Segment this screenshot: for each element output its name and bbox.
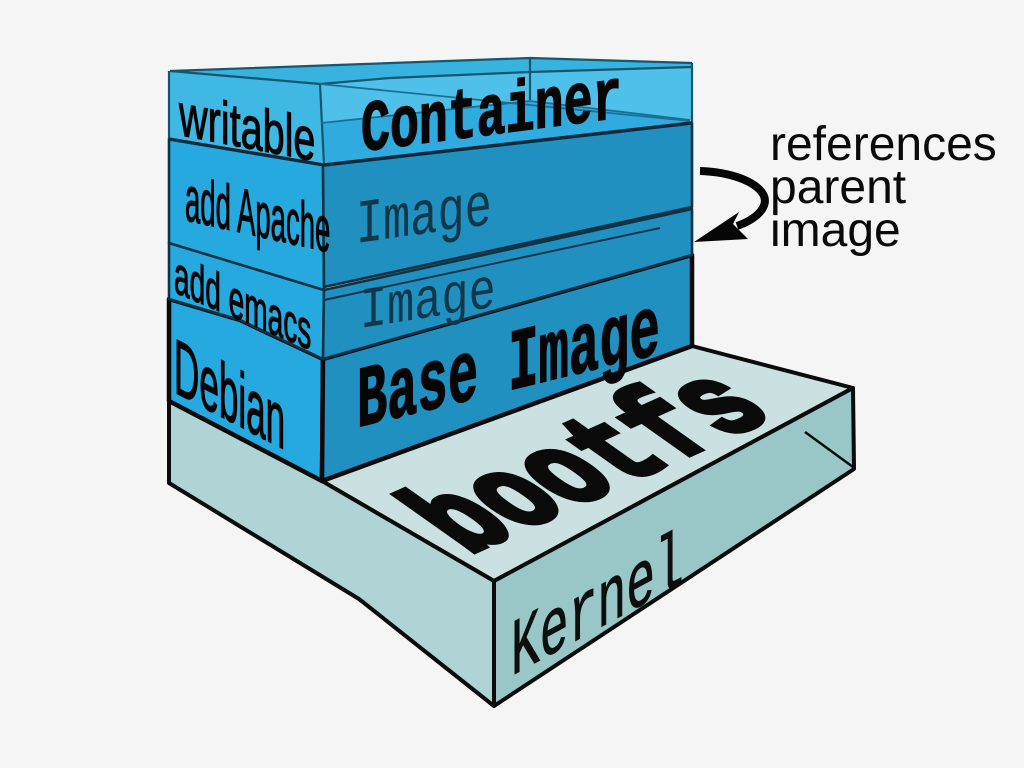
svg-text:image: image (770, 204, 901, 257)
svg-text:references: references (770, 118, 997, 171)
svg-text:parent: parent (770, 161, 906, 214)
